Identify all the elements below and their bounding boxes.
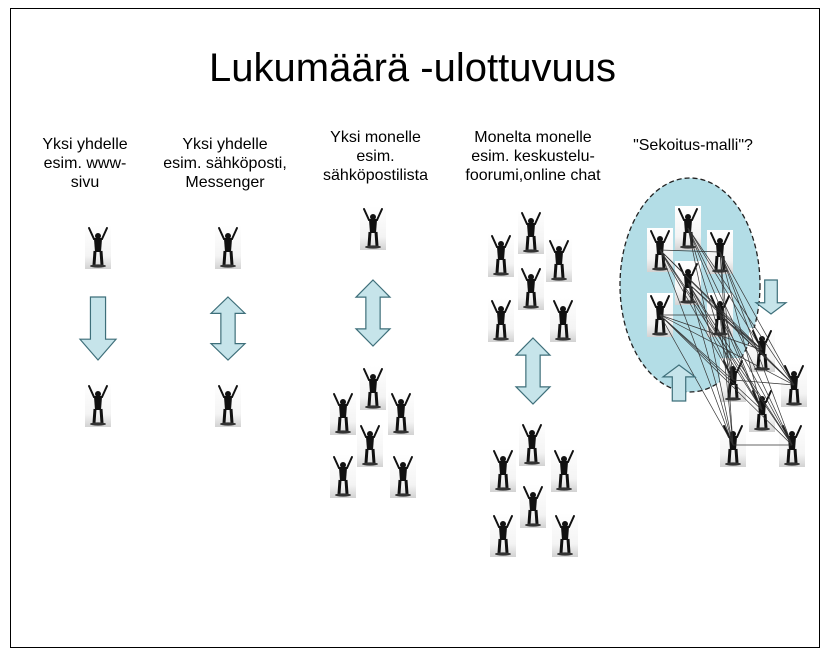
person-arms-raised-icon bbox=[488, 233, 514, 277]
column-label-line: Yksi yhdelle bbox=[42, 136, 128, 153]
column-label-line: "Sekoitus-malli"? bbox=[633, 137, 753, 154]
person-arms-raised-icon bbox=[215, 225, 241, 269]
column-label-many-to-many: Monelta monelle esim. keskustelu- foorum… bbox=[448, 128, 618, 185]
person-arms-raised-icon bbox=[551, 448, 577, 492]
person-arms-raised-icon bbox=[488, 298, 514, 342]
double-arrow-vertical-icon bbox=[209, 296, 247, 361]
column-label-mixed-model: "Sekoitus-malli"? bbox=[618, 136, 768, 155]
person-arms-raised-icon bbox=[552, 513, 578, 557]
column-label-one-to-one-web: Yksi yhdelle esim. www- sivu bbox=[25, 135, 145, 192]
person-arms-raised-icon bbox=[490, 513, 516, 557]
communication-diagram bbox=[78, 177, 807, 557]
person-arms-raised-icon bbox=[490, 448, 516, 492]
connection-lines bbox=[659, 227, 795, 446]
person-arms-raised-icon bbox=[518, 266, 544, 310]
arrow-down-icon bbox=[754, 279, 788, 315]
column-label-line: sivu bbox=[70, 174, 100, 191]
column-label-line: esim. bbox=[356, 148, 395, 165]
person-arms-raised-icon bbox=[85, 383, 111, 427]
person-arms-raised-icon bbox=[360, 206, 386, 250]
person-arms-raised-icon bbox=[390, 454, 416, 498]
person-arms-raised-icon bbox=[518, 210, 544, 254]
column-label-line: sähköpostilista bbox=[323, 167, 428, 184]
person-arms-raised-icon bbox=[330, 454, 356, 498]
person-arms-raised-icon bbox=[550, 298, 576, 342]
column-label-line: Yksi monelle bbox=[330, 129, 421, 146]
person-arms-raised-icon bbox=[215, 383, 241, 427]
double-arrow-vertical-icon bbox=[514, 337, 552, 405]
person-arms-raised-icon bbox=[519, 422, 545, 466]
person-arms-raised-icon bbox=[85, 225, 111, 269]
double-arrow-vertical-icon bbox=[354, 279, 392, 347]
column-label-line: esim. www- bbox=[43, 155, 127, 172]
person-arms-raised-icon bbox=[388, 391, 414, 435]
person-arms-raised-icon bbox=[360, 366, 386, 410]
column-label-line: esim. keskustelu- bbox=[471, 148, 595, 165]
column-label-line: foorumi,online chat bbox=[465, 167, 601, 184]
column-label-line: Messenger bbox=[185, 174, 265, 191]
person-arms-raised-icon bbox=[546, 238, 572, 282]
person-arms-raised-icon bbox=[357, 423, 383, 467]
arrow-up-icon bbox=[661, 364, 697, 402]
column-label-line: esim. sähköposti, bbox=[163, 155, 287, 172]
column-label-line: Yksi yhdelle bbox=[182, 136, 268, 153]
column-label-one-to-many: Yksi monelle esim. sähköpostilista bbox=[308, 128, 443, 185]
arrow-down-icon bbox=[78, 296, 118, 361]
column-label-one-to-one-email: Yksi yhdelle esim. sähköposti, Messenger bbox=[150, 135, 300, 192]
slide-title: Lukumäärä -ulottuvuus bbox=[209, 46, 616, 90]
column-label-line: Monelta monelle bbox=[474, 129, 592, 146]
person-arms-raised-icon bbox=[520, 484, 546, 528]
person-arms-raised-icon bbox=[330, 391, 356, 435]
